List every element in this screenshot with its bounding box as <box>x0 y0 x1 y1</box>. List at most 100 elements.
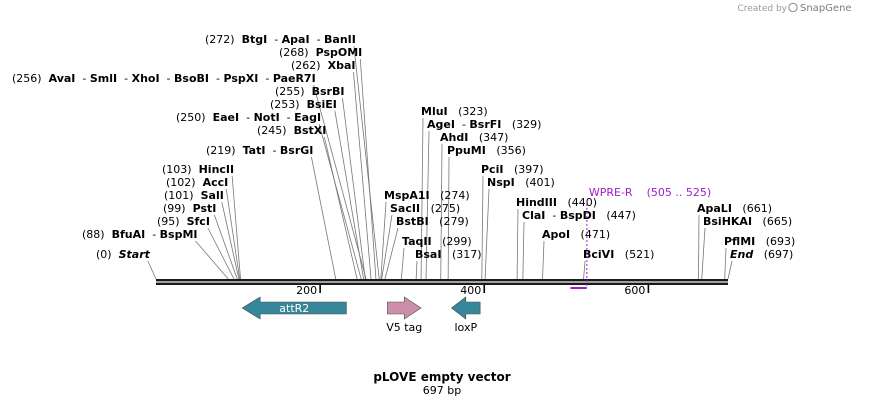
name-spacer <box>194 189 201 202</box>
site-label-s103: (103) HincII <box>162 163 234 176</box>
name-separator: - <box>267 33 281 46</box>
site-label-s88: (88) BfuAI - BspMI <box>82 228 198 241</box>
enzyme-name: SmlI <box>90 72 117 85</box>
site-position: (255) <box>275 85 305 98</box>
site-position: (268) <box>279 46 309 59</box>
site-label-s268: (268) PspOMI <box>279 46 362 59</box>
site-position: (661) <box>742 202 772 215</box>
enzyme-name: PaeR7I <box>273 72 316 85</box>
site-label-s99: (99) PstI <box>163 202 216 215</box>
leader-line-s329 <box>425 130 430 280</box>
leader-line-s101 <box>221 201 240 280</box>
site-position: (440) <box>567 196 597 209</box>
site-position: (317) <box>452 248 482 261</box>
site-label-s323: MluI (323) <box>421 105 488 118</box>
site-label-s661: ApaLI (661) <box>697 202 772 215</box>
site-position: (103) <box>162 163 192 176</box>
site-position: (693) <box>766 235 796 248</box>
site-position: (521) <box>625 248 655 261</box>
name-separator: - <box>239 111 253 124</box>
site-label-s329: AgeI - BsrFI (329) <box>427 118 541 131</box>
site-position: (245) <box>257 124 287 137</box>
site-label-s262: (262) XbaI <box>291 59 355 72</box>
enzyme-name: HindIII <box>516 196 557 209</box>
name-spacer <box>515 176 526 189</box>
feature-label-attR2: attR2 <box>279 302 309 315</box>
site-position: (274) <box>440 189 470 202</box>
leader-line-s279 <box>384 227 399 280</box>
enzyme-name: AhdI <box>440 131 468 144</box>
site-label-s397: PciI (397) <box>481 163 544 176</box>
name-spacer <box>486 144 497 157</box>
enzyme-name: BspMI <box>160 228 198 241</box>
brand-name: SnapGene <box>800 3 852 14</box>
enzyme-name: SfcI <box>187 215 210 228</box>
name-spacer <box>309 46 316 59</box>
site-label-s347: AhdI (347) <box>440 131 508 144</box>
site-label-s275: SacII (275) <box>390 202 460 215</box>
site-position: (329) <box>512 118 542 131</box>
name-separator: - <box>265 144 279 157</box>
enzyme-name: AgeI <box>427 118 455 131</box>
leader-line-s95 <box>207 227 235 280</box>
enzyme-name: SalI <box>201 189 224 202</box>
name-spacer <box>236 144 243 157</box>
name-spacer <box>206 111 213 124</box>
site-label-s471: ApoI (471) <box>542 228 610 241</box>
enzyme-name: ClaI <box>522 209 545 222</box>
site-label-s101: (101) SalI <box>164 189 224 202</box>
leader-line-s250 <box>318 123 362 280</box>
enzyme-name: PpuMI <box>447 144 486 157</box>
site-position: (99) <box>163 202 186 215</box>
backbone-top-strand <box>156 279 728 282</box>
site-label-s256: (256) AvaI - SmlI - XhoI - BsoBI - PspXI… <box>12 72 316 85</box>
site-label-s245: (245) BstXI <box>257 124 326 137</box>
site-position: (401) <box>525 176 555 189</box>
enzyme-name: BciVI <box>583 248 614 261</box>
site-label-s693: PflMI (693) <box>724 235 795 248</box>
leader-line-s268 <box>359 58 377 280</box>
enzyme-name: BanII <box>324 33 356 46</box>
enzyme-name: PciI <box>481 163 503 176</box>
site-position: (0) <box>96 248 112 261</box>
site-position: (219) <box>206 144 236 157</box>
leader-line-s397 <box>481 175 484 280</box>
site-label-s356: PpuMI (356) <box>447 144 526 157</box>
name-spacer <box>503 163 514 176</box>
name-spacer <box>105 228 112 241</box>
enzyme-name: BstBI <box>396 215 429 228</box>
name-spacer <box>42 72 49 85</box>
leader-line-s274 <box>380 201 387 280</box>
site-position: (697) <box>764 248 794 261</box>
site-label-s401: NspI (401) <box>487 176 555 189</box>
primer-range: (505 .. 525) <box>647 186 712 199</box>
site-label-s440: HindIII (440) <box>516 196 597 209</box>
enzyme-name: ApaLI <box>697 202 732 215</box>
leader-line-s253 <box>334 110 365 280</box>
site-position: (397) <box>514 163 544 176</box>
leader-line-s272 <box>353 45 380 280</box>
enzyme-name: BsaI <box>415 248 441 261</box>
snapgene-brand: Created by SnapGene <box>737 2 852 14</box>
site-label-s279: BstBI (279) <box>396 215 469 228</box>
name-separator: - <box>280 111 294 124</box>
name-spacer <box>596 209 607 222</box>
name-spacer <box>235 33 242 46</box>
enzyme-name: PflMI <box>724 235 755 248</box>
name-spacer <box>180 215 187 228</box>
enzyme-name: XhoI <box>132 72 160 85</box>
site-label-s95: (95) SfcI <box>157 215 210 228</box>
sequence-backbone <box>156 279 728 285</box>
site-label-s521: BciVI (521) <box>583 248 654 261</box>
leader-line-s99 <box>213 214 238 280</box>
leader-line-s661 <box>698 214 700 280</box>
name-spacer <box>300 98 307 111</box>
leader-line-s697 <box>727 260 733 280</box>
enzyme-name: BsoBI <box>174 72 209 85</box>
feature-label-loxP: loxP <box>455 321 478 334</box>
leader-line-s440 <box>516 208 519 280</box>
name-spacer <box>430 189 441 202</box>
enzyme-name: NspI <box>487 176 515 189</box>
